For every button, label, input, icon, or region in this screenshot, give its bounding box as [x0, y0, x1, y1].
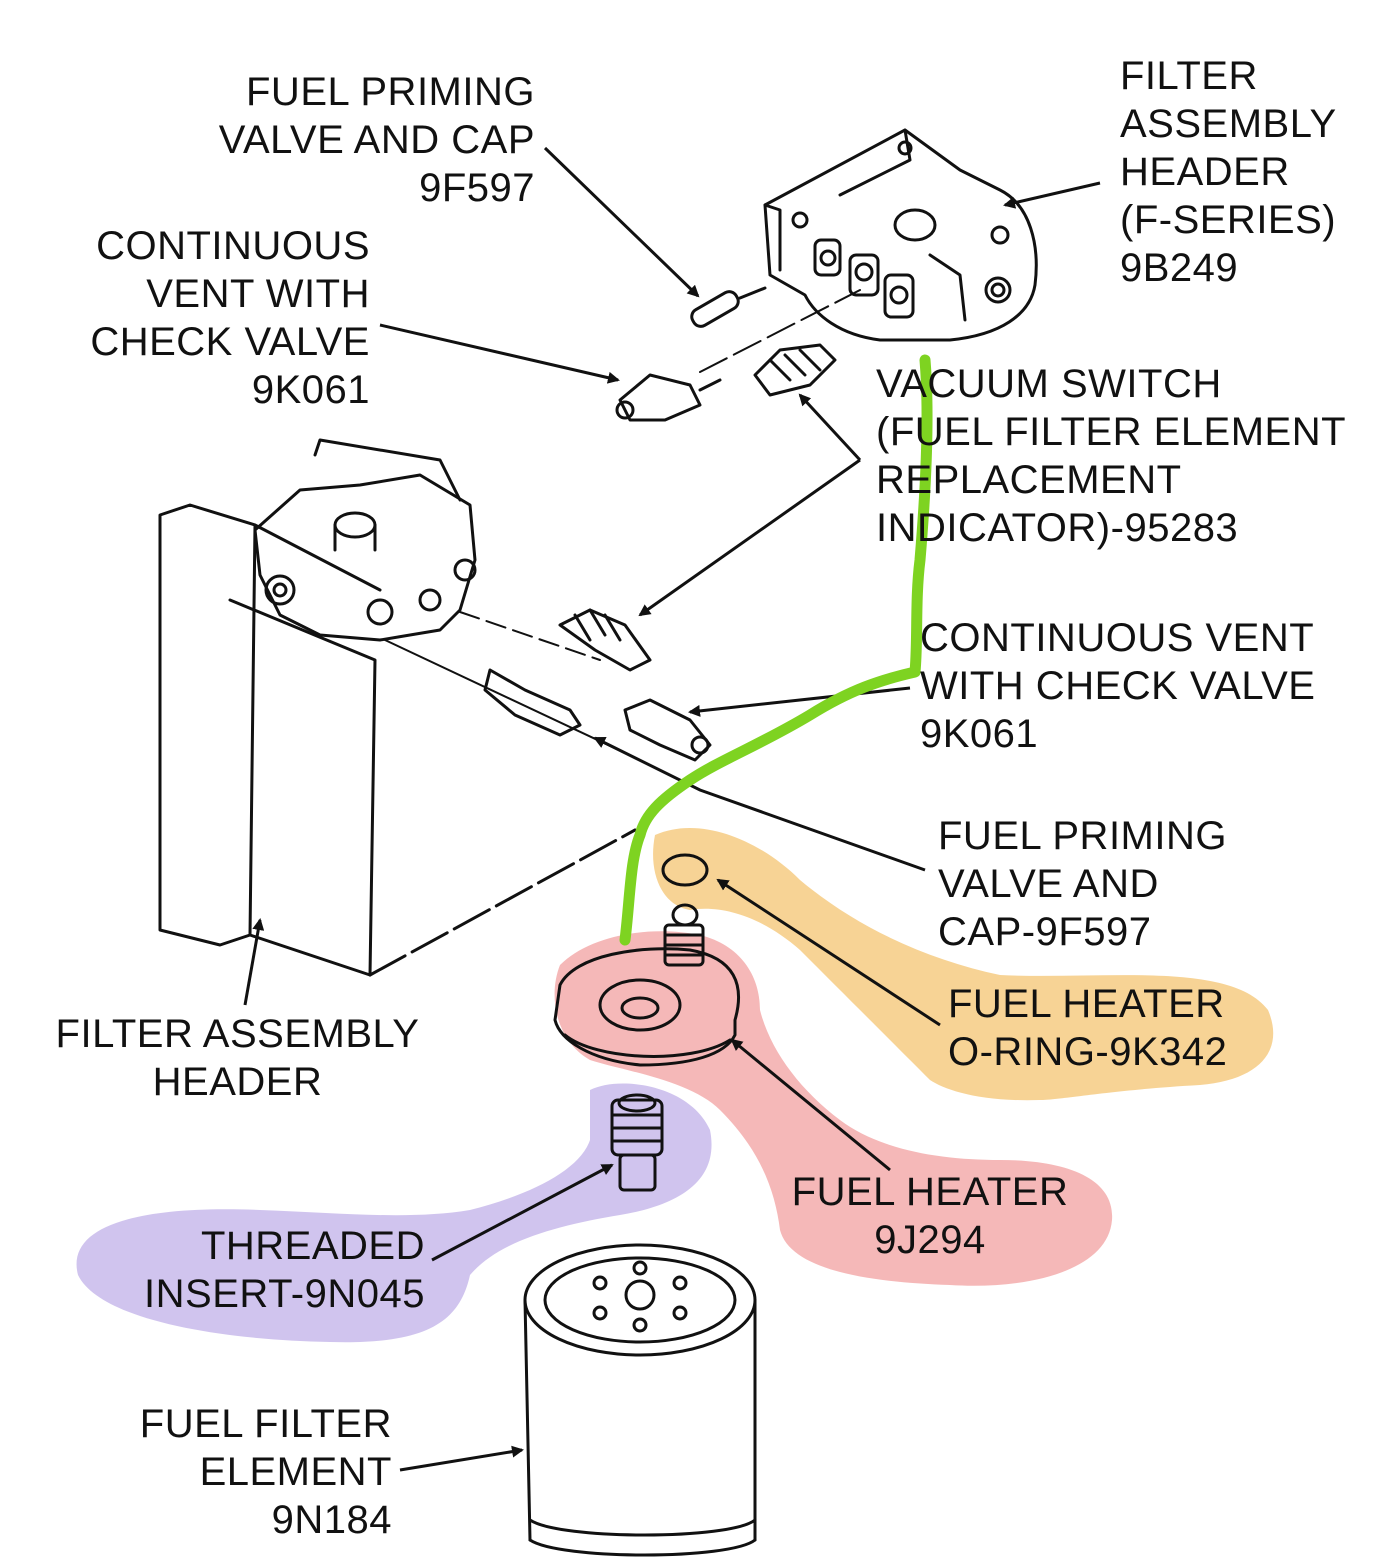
label-vacuum-switch: VACUUM SWITCH (FUEL FILTER ELEMENT REPLA…	[876, 362, 1347, 550]
vent-valve-top-part	[615, 373, 722, 422]
filter-header-fseries-part	[763, 128, 1038, 342]
highlight-threaded-insert	[76, 1083, 712, 1343]
fuel-heater-part	[553, 903, 740, 1067]
drawing-lines	[158, 128, 1038, 1557]
arrow-vent-right	[688, 686, 911, 717]
arrow-priming-right	[593, 736, 926, 872]
filter-assembly-header-part	[158, 438, 641, 977]
leader-arrows	[243, 146, 1101, 1472]
label-filter-header-fseries: FILTER ASSEMBLY HEADER (F-SERIES) 9B249	[1120, 54, 1337, 290]
priming-valve-mid-part	[483, 668, 582, 737]
label-fuel-heater: FUEL HEATER 9J294	[791, 1170, 1069, 1262]
label-priming-valve-top: FUEL PRIMING VALVE AND CAP 9F597	[218, 70, 535, 210]
arrow-threaded-insert	[431, 1163, 614, 1262]
label-filter-element: FUEL FILTER ELEMENT 9N184	[139, 1402, 392, 1542]
arrow-filter-element	[399, 1445, 524, 1472]
label-heater-oring: FUEL HEATER O-RING-9K342	[948, 982, 1228, 1074]
label-threaded-insert: THREADED INSERT-9N045	[144, 1224, 425, 1316]
vacuum-switch-top-part	[753, 343, 837, 397]
vacuum-switch-mid-part	[558, 608, 652, 672]
arrow-vacuum-switch-top	[798, 393, 862, 462]
label-vent-right: CONTINUOUS VENT WITH CHECK VALVE 9K061	[920, 616, 1316, 756]
arrow-heater-oring	[716, 878, 941, 1027]
label-vent-top: CONTINUOUS VENT WITH CHECK VALVE 9K061	[90, 224, 370, 412]
label-priming-valve-right: FUEL PRIMING VALVE AND CAP-9F597	[938, 814, 1227, 954]
arrow-vent-top	[379, 323, 620, 384]
arrow-fuel-heater	[730, 1038, 891, 1172]
highlight-fuel-heater	[554, 931, 1113, 1286]
threaded-insert-part	[610, 1093, 664, 1192]
highlight-fuel-heater-oring	[653, 827, 1274, 1101]
oring-part	[661, 853, 709, 887]
arrow-filter-header	[243, 918, 265, 1006]
arrow-vacuum-switch-mid	[638, 458, 861, 617]
priming-valve-top-part	[690, 286, 767, 328]
arrow-filter-header-fseries	[1003, 181, 1101, 209]
vent-valve-mid-part	[623, 698, 712, 762]
highlight-green-line	[619, 354, 933, 946]
filter-element-part	[523, 1243, 757, 1557]
arrow-priming-top	[543, 146, 700, 298]
label-filter-assembly-header: FILTER ASSEMBLY HEADER	[55, 1012, 420, 1104]
